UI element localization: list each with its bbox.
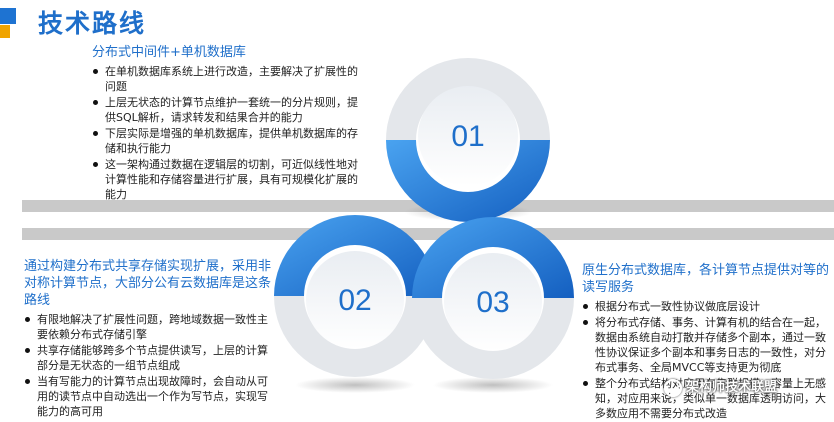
ring-01-upper-arc (386, 58, 550, 140)
list-item: 这一架构通过数据在逻辑层的切割，可近似线性地对计算性能和存储容量进行扩展，具有可… (92, 157, 368, 202)
wechat-icon (664, 378, 682, 397)
block-01: 分布式中间件+单机数据库 在单机数据库系统上进行改造，主要解决了扩展性的问题 上… (92, 44, 368, 203)
bullet-icon (25, 379, 30, 384)
list-item-text: 下层实际是增强的单机数据库，提供单机数据库的存储和执行能力 (105, 127, 358, 155)
bullet-icon (93, 162, 98, 167)
list-item-text: 将分布式存储、事务、计算有机的结合在一起，数据由系统自动打散并存储多个副本，通过… (595, 316, 826, 374)
ring-03-shadow (433, 377, 553, 393)
ring-01-lower-arc (386, 140, 550, 222)
block-01-heading: 分布式中间件+单机数据库 (92, 45, 246, 60)
list-item: 共享存储能够跨多个节点提供读写，上层的计算部分是无状态的一组节点组成 (24, 343, 274, 373)
list-item: 根据分布式一致性协议做底层设计 (582, 299, 832, 314)
bullet-icon (583, 320, 588, 325)
list-item-text: 这一架构通过数据在逻辑层的切割，可近似线性地对计算性能和存储容量进行扩展，具有可… (105, 158, 358, 201)
watermark-text: 架构师技术联盟 (686, 380, 778, 395)
list-item: 当有写能力的计算节点出现故障时，会自动从可用的读节点中自动选出一个作为写节点，实… (24, 374, 274, 419)
ring-02-core (306, 251, 404, 349)
ring-02-upper-arc (274, 215, 436, 296)
list-item: 上层无状态的计算节点维护一套统一的分片规则，提供SQL解析，请求转发和结果合并的… (92, 95, 368, 125)
ring-03-upper-arc (412, 217, 574, 298)
page-title: 技术路线 (38, 9, 147, 38)
bullet-icon (25, 317, 30, 322)
list-item: 在单机数据库系统上进行改造，主要解决了扩展性的问题 (92, 64, 368, 94)
bullet-icon (93, 69, 98, 74)
ring-02-label: 02 (338, 284, 371, 317)
divider-band-bottom (22, 228, 834, 240)
list-item: 有限地解决了扩展性问题，跨地域数据一致性主要依赖分布式存储引擎 (24, 312, 274, 342)
ring-01: 01 (386, 58, 550, 222)
block-02-heading: 通过构建分布式共享存储实现扩展，采用非对称计算节点，大部分公有云数据库是这条路线 (24, 259, 272, 308)
ring-03-label: 03 (476, 286, 509, 319)
block-03-list: 根据分布式一致性协议做底层设计 将分布式存储、事务、计算有机的结合在一起，数据由… (582, 299, 832, 421)
block-01-list: 在单机数据库系统上进行改造，主要解决了扩展性的问题 上层无状态的计算节点维护一套… (92, 64, 368, 202)
bullet-icon (93, 131, 98, 136)
list-item-text: 共享存储能够跨多个节点提供读写，上层的计算部分是无状态的一组节点组成 (37, 344, 268, 372)
ring-02: 02 (274, 215, 436, 393)
list-item-text: 当有写能力的计算节点出现故障时，会自动从可用的读节点中自动选出一个作为写节点，实… (37, 375, 268, 418)
list-item: 下层实际是增强的单机数据库，提供单机数据库的存储和执行能力 (92, 126, 368, 156)
roadmap-rings: 01 02 03 (274, 58, 574, 393)
block-03-heading: 原生分布式数据库，各计算节点提供对等的读写服务 (582, 263, 830, 295)
bullet-icon (583, 304, 588, 309)
corner-mark-blue (0, 8, 16, 24)
bullet-icon (25, 348, 30, 353)
ring-03-lower-arc (412, 298, 574, 379)
ring-03: 03 (412, 217, 574, 393)
list-item-text: 上层无状态的计算节点维护一套统一的分片规则，提供SQL解析，请求转发和结果合并的… (105, 96, 358, 124)
corner-mark-gold (0, 25, 10, 38)
list-item-text: 有限地解决了扩展性问题，跨地域数据一致性主要依赖分布式存储引擎 (37, 313, 268, 341)
list-item-text: 在单机数据库系统上进行改造，主要解决了扩展性的问题 (105, 65, 358, 93)
ring-01-core (418, 86, 518, 186)
ring-03-core (444, 253, 542, 351)
watermark: 架构师技术联盟 (664, 376, 777, 397)
block-02-list: 有限地解决了扩展性问题，跨地域数据一致性主要依赖分布式存储引擎 共享存储能够跨多… (24, 312, 274, 419)
block-02: 通过构建分布式共享存储实现扩展，采用非对称计算节点，大部分公有云数据库是这条路线… (24, 258, 274, 420)
list-item: 将分布式存储、事务、计算有机的结合在一起，数据由系统自动打散并存储多个副本，通过… (582, 315, 832, 375)
title-corner-mark (0, 8, 16, 38)
block-03: 原生分布式数据库，各计算节点提供对等的读写服务 根据分布式一致性协议做底层设计 … (582, 262, 832, 422)
ring-02-shadow (295, 377, 415, 393)
bullet-icon (93, 100, 98, 105)
bullet-icon (583, 381, 588, 386)
ring-01-label: 01 (451, 120, 484, 153)
ring-02-lower-arc (274, 296, 436, 377)
list-item-text: 根据分布式一致性协议做底层设计 (595, 300, 760, 313)
